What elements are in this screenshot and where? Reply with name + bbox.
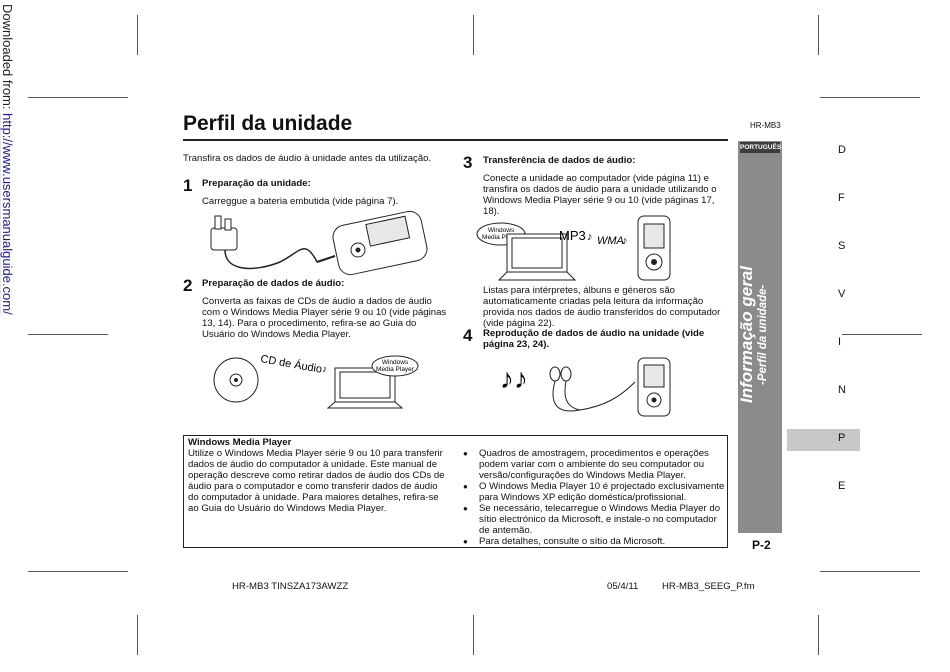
wmp-bubble-line2: Media Player bbox=[482, 234, 521, 241]
crop-mark bbox=[818, 15, 819, 55]
music-note-icon: ♪ bbox=[587, 231, 593, 243]
language-letter-s[interactable]: S bbox=[838, 240, 846, 252]
step-2-body: Converta as faixas de CDs de áudio a dad… bbox=[202, 296, 447, 340]
wmp-info-box bbox=[183, 435, 728, 548]
step-2-heading: Preparação de dados de áudio: bbox=[202, 278, 345, 289]
footer-code: HR-MB3 TINSZA173AWZZ bbox=[232, 581, 349, 592]
page-number: P-2 bbox=[752, 538, 771, 552]
player-device-icon bbox=[637, 357, 671, 417]
step-4-heading: Reprodução de dados de áudio na unidade … bbox=[483, 328, 705, 350]
headphone-playback-illustration: ♪♪ bbox=[500, 357, 671, 417]
mp3-label: MP3 bbox=[559, 228, 586, 243]
wmp-box-title: Windows Media Player bbox=[188, 437, 292, 448]
pc-to-player-illustration: Windows Media Player MP3 ♪ WMA ♪ bbox=[476, 215, 671, 281]
crop-mark bbox=[473, 15, 474, 55]
laptop-icon bbox=[326, 367, 404, 409]
language-letter-f[interactable]: F bbox=[838, 192, 845, 204]
step-3-body2: Listas para intérpretes, álbuns e género… bbox=[483, 285, 721, 329]
cd-to-pc-illustration: CD de Áudio ♪ Windows Media Player bbox=[213, 352, 419, 409]
footer-file: HR-MB3_SEEG_P.fm bbox=[662, 581, 755, 592]
laptop-icon bbox=[497, 233, 577, 281]
crop-mark bbox=[820, 571, 920, 572]
language-letter-d[interactable]: D bbox=[838, 144, 846, 156]
download-watermark: Downloaded from: http://www.usersmanualg… bbox=[0, 4, 15, 324]
earphones-icon bbox=[549, 366, 636, 412]
section-title: Informação geral -Perfil da unidade- bbox=[737, 250, 783, 420]
crop-mark bbox=[473, 615, 474, 655]
crop-mark bbox=[28, 97, 128, 98]
current-language-highlight bbox=[787, 429, 860, 451]
step-3-body: Conecte a unidade ao computador (vide pá… bbox=[483, 173, 717, 217]
language-letter-n[interactable]: N bbox=[838, 384, 846, 396]
player-device-icon bbox=[637, 215, 671, 281]
section-sidebar bbox=[738, 141, 782, 533]
language-letter-i[interactable]: I bbox=[838, 336, 842, 348]
step-1-body: Carreggue a bateria embutida (vide págin… bbox=[202, 196, 399, 207]
list-item: Para detalhes, consulte o sítio da Micro… bbox=[463, 536, 725, 547]
list-item: O Windows Media Player 10 é projectado e… bbox=[463, 481, 725, 503]
footer-date: 05/4/11 bbox=[607, 581, 639, 592]
ac-adapter-icon bbox=[210, 215, 238, 251]
wma-label: WMA bbox=[597, 235, 624, 247]
crop-mark bbox=[842, 334, 922, 335]
wmp-bubble-line1: Windows bbox=[382, 359, 409, 366]
section-title-sub: -Perfil da unidade- bbox=[757, 284, 769, 386]
step-4-number: 4 bbox=[463, 326, 473, 345]
title-rule bbox=[183, 139, 728, 141]
music-note-icon: ♪ bbox=[322, 364, 327, 375]
charger-illustration bbox=[210, 210, 428, 276]
wmp-bubble-line1: Windows bbox=[488, 227, 515, 234]
wmp-bubble-line2: Media Player bbox=[376, 366, 415, 373]
cd-label: CD de Áudio bbox=[259, 352, 323, 376]
wmp-box-body: Utilize o Windows Media Player série 9 o… bbox=[188, 448, 445, 514]
list-item: Quadros de amostragem, procedimentos e o… bbox=[463, 448, 725, 481]
crop-mark bbox=[28, 334, 108, 335]
intro-text: Transfira os dados de áudio à unidade an… bbox=[183, 153, 432, 164]
watermark-prefix: Downloaded from: bbox=[0, 4, 15, 114]
crop-mark bbox=[818, 615, 819, 655]
cd-icon bbox=[213, 357, 259, 403]
model-label: HR-MB3 bbox=[750, 121, 781, 130]
player-device-icon bbox=[332, 210, 428, 276]
crop-mark bbox=[137, 615, 138, 655]
wmp-box-bullets: Quadros de amostragem, procedimentos e o… bbox=[463, 448, 725, 547]
step-1-heading: Preparação da unidade: bbox=[202, 178, 311, 189]
crop-mark bbox=[820, 97, 920, 98]
language-tab: PORTUGUÊS bbox=[740, 142, 782, 153]
language-letter-e[interactable]: E bbox=[838, 480, 846, 492]
language-letter-v[interactable]: V bbox=[838, 288, 846, 300]
step-3-heading: Transferência de dados de áudio: bbox=[483, 155, 636, 166]
section-title-main: Informação geral bbox=[737, 266, 756, 404]
list-item: Se necessário, telecarregue o Windows Me… bbox=[463, 503, 725, 536]
music-notes-icon: ♪♪ bbox=[500, 363, 528, 394]
page-title: Perfil da unidade bbox=[183, 112, 353, 135]
music-note-icon: ♪ bbox=[622, 235, 628, 247]
step-1-number: 1 bbox=[183, 176, 193, 195]
watermark-link[interactable]: http://www.usersmanualguide.com/ bbox=[0, 113, 15, 315]
crop-mark bbox=[137, 15, 138, 55]
step-3-number: 3 bbox=[463, 153, 473, 172]
step-2-number: 2 bbox=[183, 276, 193, 295]
language-letter-p[interactable]: P bbox=[838, 432, 846, 444]
crop-mark bbox=[28, 571, 128, 572]
